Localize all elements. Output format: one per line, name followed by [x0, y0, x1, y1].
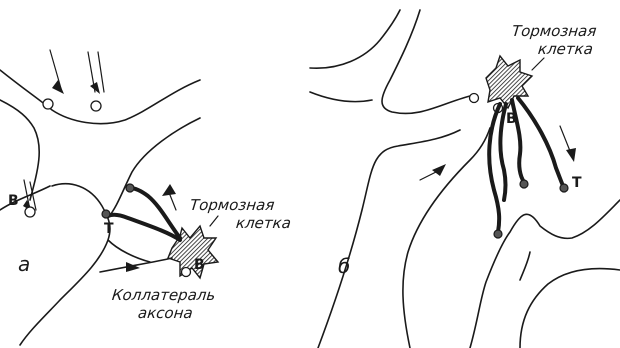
collateral-label-line2: аксона — [137, 306, 193, 321]
synapse-t-label-b: Т — [572, 176, 582, 190]
collateral-label-line1: Коллатераль — [111, 288, 216, 303]
inhibitory-cell-a-label-line2: клетка — [235, 216, 291, 231]
inhibitory-cell-a-label-line1: Тормозная — [189, 198, 275, 213]
inhibitory-cell-b-label-line2: клетка — [537, 42, 593, 57]
motoneuron-b — [310, 10, 490, 348]
synapse-t-label: Т — [104, 222, 114, 236]
panel-a-label: а — [18, 254, 30, 274]
synapse-b-label-b: В — [506, 112, 517, 126]
synapse-b-cell-label: В — [194, 258, 205, 272]
inhibitory-cell-b — [486, 56, 532, 108]
synapse-b-left-label: В — [8, 194, 19, 208]
motoneuron-b-lower — [470, 200, 620, 348]
inhibitory-cell-b-label-line1: Тормозная — [511, 24, 597, 39]
panel-b-label: б — [338, 256, 350, 276]
